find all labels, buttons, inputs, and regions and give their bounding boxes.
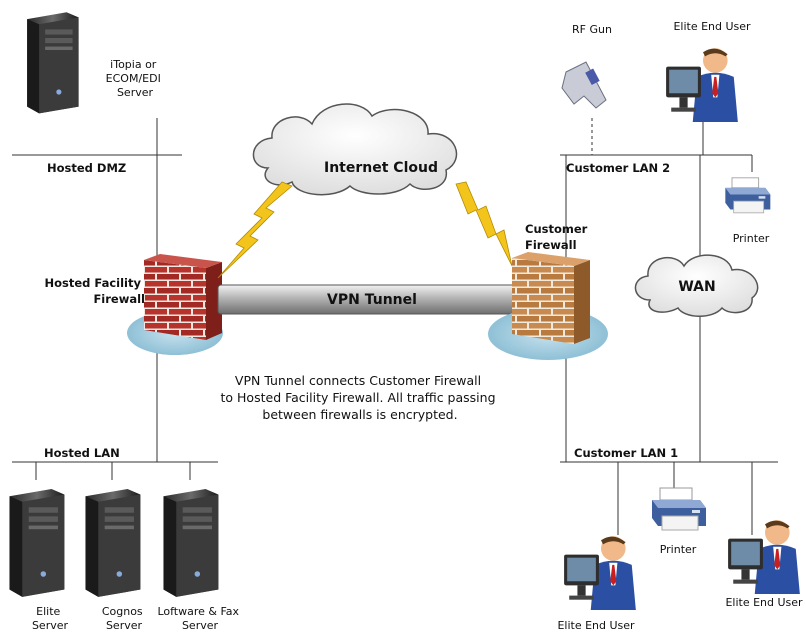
printer-top-label: Printer	[733, 232, 770, 245]
printer-bottom-label: Printer	[660, 543, 697, 556]
customer-lan1-label: Customer LAN 1	[574, 446, 678, 460]
printer-top-icon	[724, 177, 771, 214]
elite-server-label: Elite Server	[32, 605, 69, 632]
internet-cloud-label: Internet Cloud	[324, 160, 438, 176]
wan-label: WAN	[678, 279, 715, 295]
hosted-firewall-label: Hosted Facility Firewall	[45, 276, 146, 306]
elite-server-icon	[9, 488, 65, 597]
lan2-end-user-icon	[666, 48, 738, 122]
itopia-server-icon	[27, 12, 79, 114]
hosted-firewall-icon	[144, 254, 222, 340]
vpn-caption: VPN Tunnel connects Customer Firewall to…	[221, 373, 500, 422]
cognos-server-icon	[85, 488, 141, 597]
right-lightning-icon	[455, 181, 513, 267]
customer-firewall-icon	[512, 252, 590, 344]
lan1-end-user-right-icon	[728, 520, 800, 594]
rf-gun-icon	[561, 61, 607, 109]
lan1-end-user-right-label: Elite End User	[725, 596, 803, 609]
loftware-fax-server-label: Loftware & Fax Server	[157, 605, 242, 632]
rf-gun-label: RF Gun	[572, 23, 612, 36]
network-lines	[12, 118, 778, 535]
lan1-end-user-left-icon	[564, 536, 636, 610]
wan-cloud-icon	[634, 254, 759, 317]
hosted-dmz-label: Hosted DMZ	[47, 161, 126, 175]
loftware-fax-server-icon	[163, 488, 219, 597]
customer-firewall-label: Customer Firewall	[525, 222, 591, 252]
vpn-tunnel-label: VPN Tunnel	[327, 292, 417, 308]
hosted-lan-label: Hosted LAN	[44, 446, 120, 460]
internet-cloud-icon	[252, 103, 458, 196]
lan2-end-user-label: Elite End User	[673, 20, 751, 33]
lan1-end-user-left-label: Elite End User	[557, 619, 635, 632]
printer-bottom-icon	[651, 487, 707, 531]
itopia-server-label: iTopia or ECOM/EDI Server	[106, 58, 165, 99]
left-lightning-icon	[217, 181, 293, 279]
customer-lan2-label: Customer LAN 2	[566, 161, 670, 175]
cognos-server-label: Cognos Server	[102, 605, 146, 632]
